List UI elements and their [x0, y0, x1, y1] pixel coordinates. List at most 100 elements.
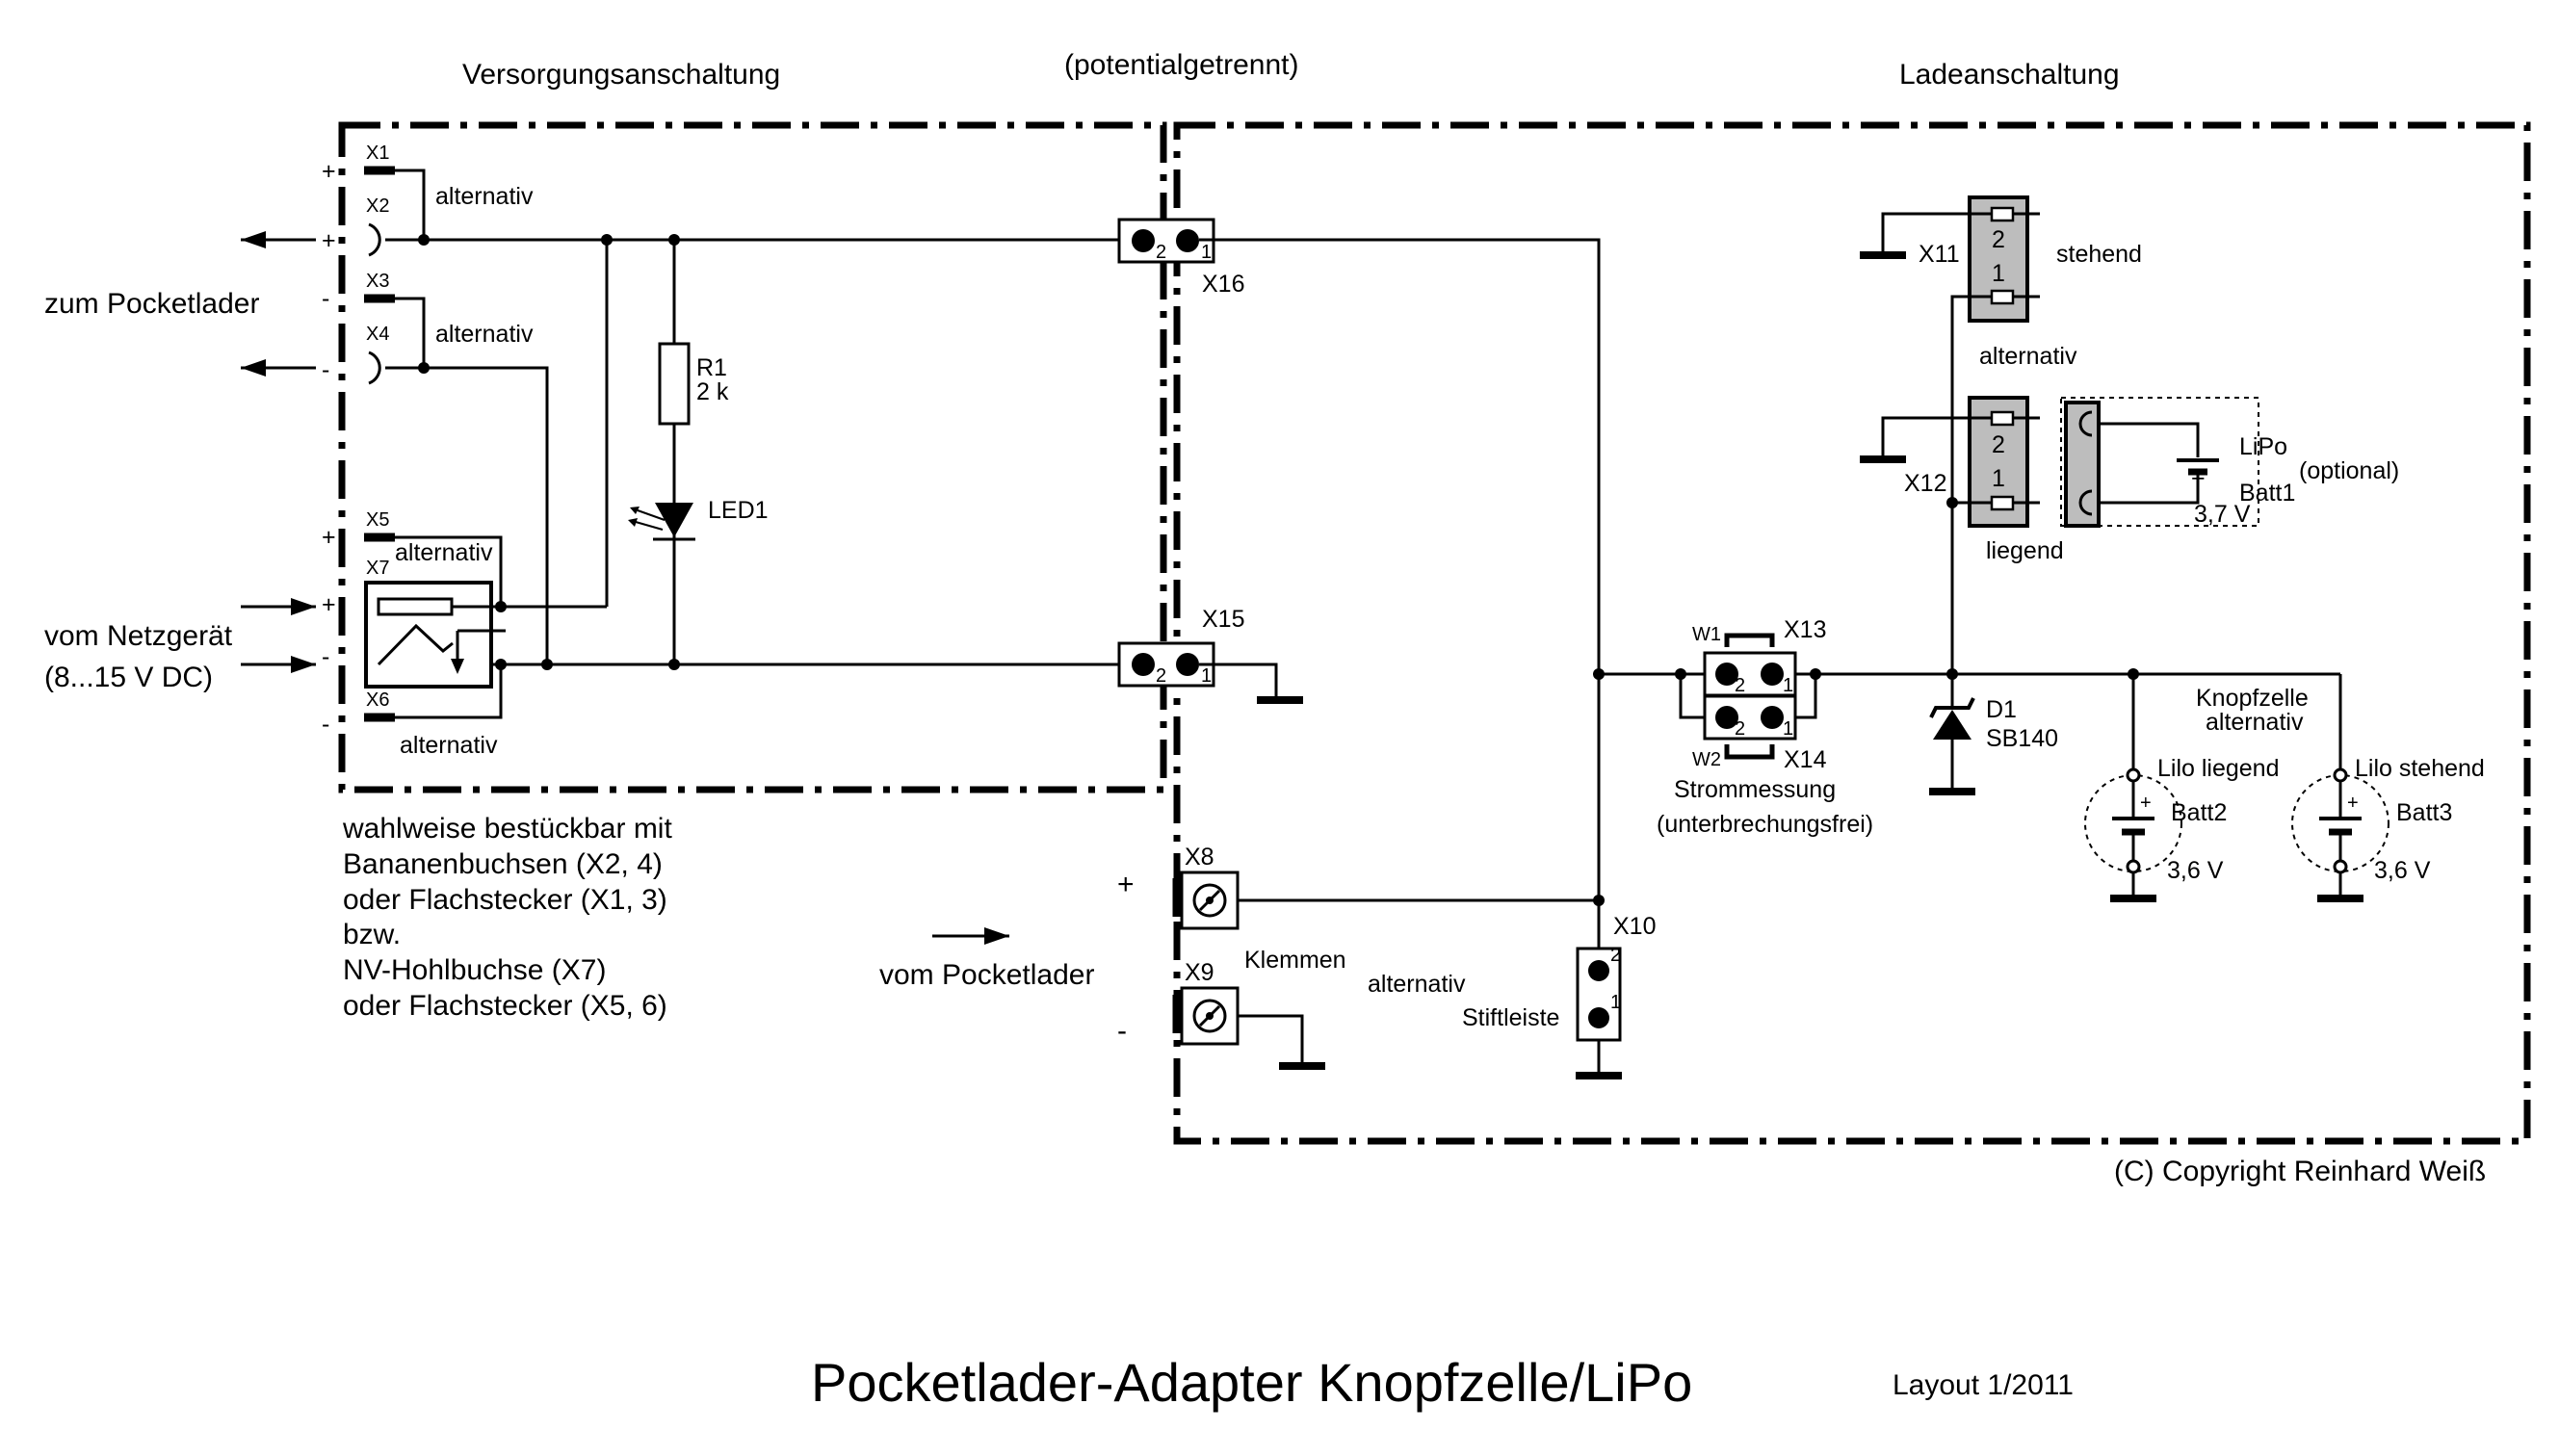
svg-text:Strommessung: Strommessung: [1674, 776, 1836, 803]
diagram-title: Pocketlader-Adapter Knopfzelle/LiPo: [811, 1352, 1692, 1413]
svg-text:W2: W2: [1692, 749, 1721, 770]
battery-batt2: + Lilo liegend Batt2 3,6 V: [2084, 668, 2280, 902]
svg-text:(unterbrechungsfrei): (unterbrechungsfrei): [1657, 811, 1873, 838]
svg-text:SB140: SB140: [1986, 725, 2058, 752]
resistor-r1: R1 2 k: [658, 342, 729, 426]
copyright-text: (C) Copyright Reinhard Weiß: [2114, 1156, 2486, 1187]
header-x11: 2 1 X11 stehend: [1860, 195, 2142, 323]
alt-label-x6: alternativ: [400, 732, 498, 759]
svg-text:X5: X5: [366, 509, 389, 531]
svg-text:X3: X3: [366, 271, 389, 292]
svg-text:+: +: [2191, 465, 2206, 492]
svg-text:2: 2: [1992, 431, 2005, 458]
lipo-battery-batt1: + LiPo Batt1 3,7 V (optional): [2060, 397, 2399, 528]
x7-minus-polarity: -: [322, 643, 329, 670]
from-pocketlader-arrow: [932, 927, 1009, 945]
svg-text:wahlweise bestückbar mit: wahlweise bestückbar mit: [342, 813, 672, 845]
battery-batt3: + Lilo stehend Batt3 3,6 V: [2291, 674, 2485, 902]
alt-label-x1x2: alternativ: [435, 183, 534, 210]
svg-text:R1: R1: [696, 354, 727, 381]
svg-text:2: 2: [1735, 718, 1745, 740]
svg-text:-: -: [1117, 1015, 1127, 1047]
connector-x2-banana: X2: [366, 195, 389, 257]
svg-text:X6: X6: [366, 689, 389, 711]
svg-text:Stiftleiste: Stiftleiste: [1462, 1004, 1559, 1031]
isolated-heading: (potentialgetrennt): [1064, 49, 1299, 81]
x1-polarity: +: [322, 158, 336, 185]
led-led1: LED1: [628, 497, 769, 541]
svg-text:(optional): (optional): [2299, 457, 2399, 484]
supply-wiring: [385, 169, 1132, 719]
svg-text:X12: X12: [1904, 470, 1946, 497]
svg-text:Lilo liegend: Lilo liegend: [2157, 755, 2280, 782]
x3-polarity: -: [322, 285, 329, 312]
svg-text:Batt3: Batt3: [2396, 799, 2452, 826]
svg-text:D1: D1: [1986, 696, 2017, 723]
svg-text:X13: X13: [1784, 616, 1826, 643]
svg-text:W1: W1: [1692, 624, 1721, 645]
supply-section-heading: Versorgungsanschaltung: [462, 59, 780, 91]
svg-text:stehend: stehend: [2056, 241, 2142, 268]
svg-text:2 k: 2 k: [696, 378, 729, 405]
connector-x1: X1: [364, 143, 395, 175]
header-x15: 2 1 X15: [1117, 606, 1244, 688]
svg-text:Lilo stehend: Lilo stehend: [2355, 755, 2485, 782]
svg-text:1: 1: [1992, 465, 2005, 492]
current-measure-x13-x14: 2 1 2 1 W1 W2 X13 X14 Strommessung (unte…: [1657, 616, 1873, 838]
alt-label-button-cell: alternativ: [2206, 709, 2304, 736]
svg-text:1: 1: [1201, 242, 1212, 263]
voltage-range-label: (8...15 V DC): [44, 662, 213, 693]
header-x10: 2 1 X10 Stiftleiste: [1462, 913, 1656, 1079]
supply-region-border: [338, 121, 1167, 793]
x6-polarity: -: [322, 711, 329, 738]
svg-text:2: 2: [1992, 226, 2005, 253]
svg-text:X11: X11: [1919, 241, 1960, 268]
svg-text:X4: X4: [366, 324, 389, 345]
svg-text:X2: X2: [366, 195, 389, 217]
x5-polarity: +: [322, 524, 336, 551]
terminal-x9: X9 -: [1117, 959, 1240, 1047]
svg-text:+: +: [1117, 869, 1135, 900]
svg-text:X10: X10: [1613, 913, 1656, 940]
connector-x7-dc-jack: X7: [364, 558, 506, 689]
svg-text:2: 2: [1156, 665, 1166, 687]
svg-text:1: 1: [1610, 992, 1621, 1013]
region-borders: [338, 121, 2531, 1145]
alt-label-terminals: alternativ: [1368, 971, 1466, 998]
svg-text:2: 2: [1610, 945, 1621, 966]
svg-text:X1: X1: [366, 143, 389, 164]
svg-text:1: 1: [1992, 260, 2005, 287]
svg-text:1: 1: [1783, 718, 1793, 740]
layout-version: Layout 1/2011: [1893, 1369, 2074, 1401]
svg-text:X14: X14: [1784, 746, 1827, 773]
svg-text:1: 1: [1201, 665, 1212, 687]
x9-wire: [1238, 1014, 1304, 1064]
svg-text:+: +: [2140, 793, 2152, 814]
assembly-note: wahlweise bestückbar mit Bananenbuchsen …: [342, 813, 672, 1022]
button-cell-label: Knopfzelle: [2196, 685, 2309, 712]
svg-text:2: 2: [1735, 675, 1745, 696]
x4-polarity: -: [322, 356, 329, 383]
from-power-supply-label: vom Netzgerät: [44, 620, 233, 652]
connector-x5: X5: [364, 509, 395, 542]
connector-x4-banana: X4: [366, 324, 389, 385]
svg-text:LED1: LED1: [708, 497, 769, 524]
svg-text:X15: X15: [1202, 606, 1244, 633]
svg-text:Bananenbuchsen (X2, 4): Bananenbuchsen (X2, 4): [343, 848, 663, 880]
svg-text:+: +: [2347, 793, 2359, 814]
connector-x6: X6: [364, 689, 395, 722]
x7-plus-polarity: +: [322, 591, 336, 618]
svg-text:oder Flachstecker (X1, 3): oder Flachstecker (X1, 3): [343, 884, 667, 916]
connector-x3: X3: [364, 271, 395, 303]
svg-text:3,7 V: 3,7 V: [2194, 501, 2251, 528]
header-x12: 2 1 X12 liegend: [1860, 396, 2064, 564]
header-x16: 2 1 X16: [1117, 218, 1244, 298]
charge-wiring: [1199, 238, 2340, 949]
to-pocketlader-label: zum Pocketlader: [44, 288, 259, 320]
alt-label-x5x7: alternativ: [395, 539, 493, 566]
x2-polarity: +: [322, 227, 336, 254]
terminals-label: Klemmen: [1244, 947, 1346, 974]
terminal-x8: X8 +: [1117, 844, 1240, 930]
output-arrows: [241, 231, 316, 673]
